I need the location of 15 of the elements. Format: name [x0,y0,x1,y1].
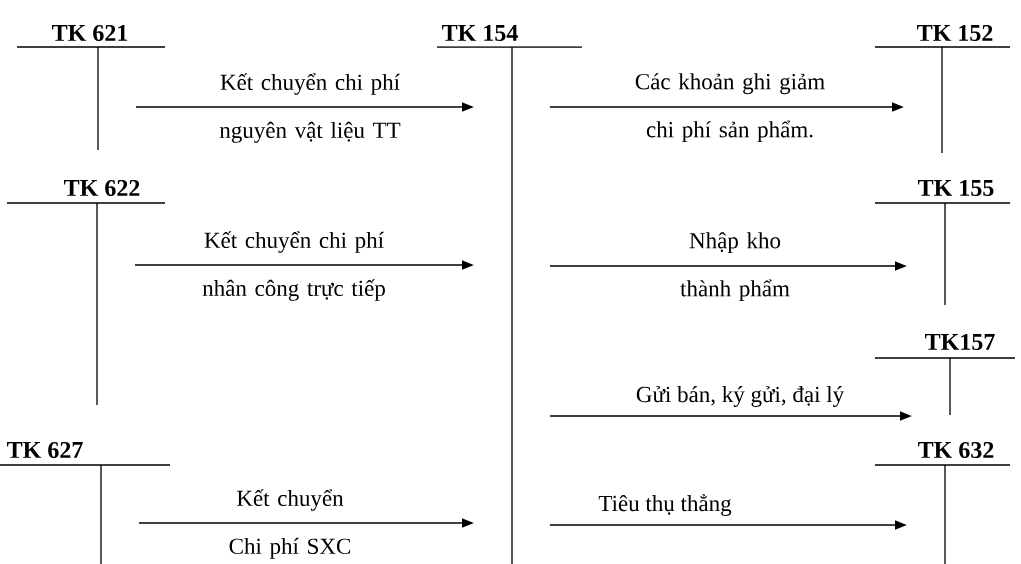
edge-label: Nhập kho thành phẩm [680,232,790,302]
edge-label: Kết chuyển Chi phí SXC [229,489,351,559]
t-account: TK157 [874,333,1016,416]
edge-label: Các khoản ghi giảm chi phí sản phẩm. [635,73,825,143]
edge-label: Kết chuyển chi phí nhân công trực tiếp [202,231,385,301]
t-account: TK 155 [874,179,1011,306]
t-account: TK 622 [6,179,166,406]
t-account: TK 152 [874,24,1011,154]
t-account: TK 632 [874,441,1011,564]
t-account: TK 154 [436,24,583,564]
edge-label: Tiêu thụ thẳng [598,494,732,516]
edge-label: Kết chuyển chi phí nguyên vật liệu TT [219,73,401,143]
t-account: TK 621 [16,24,166,151]
t-account: TK 627 [0,441,171,564]
edge-label: Gửi bán, ký gửi, đại lý [636,386,845,407]
